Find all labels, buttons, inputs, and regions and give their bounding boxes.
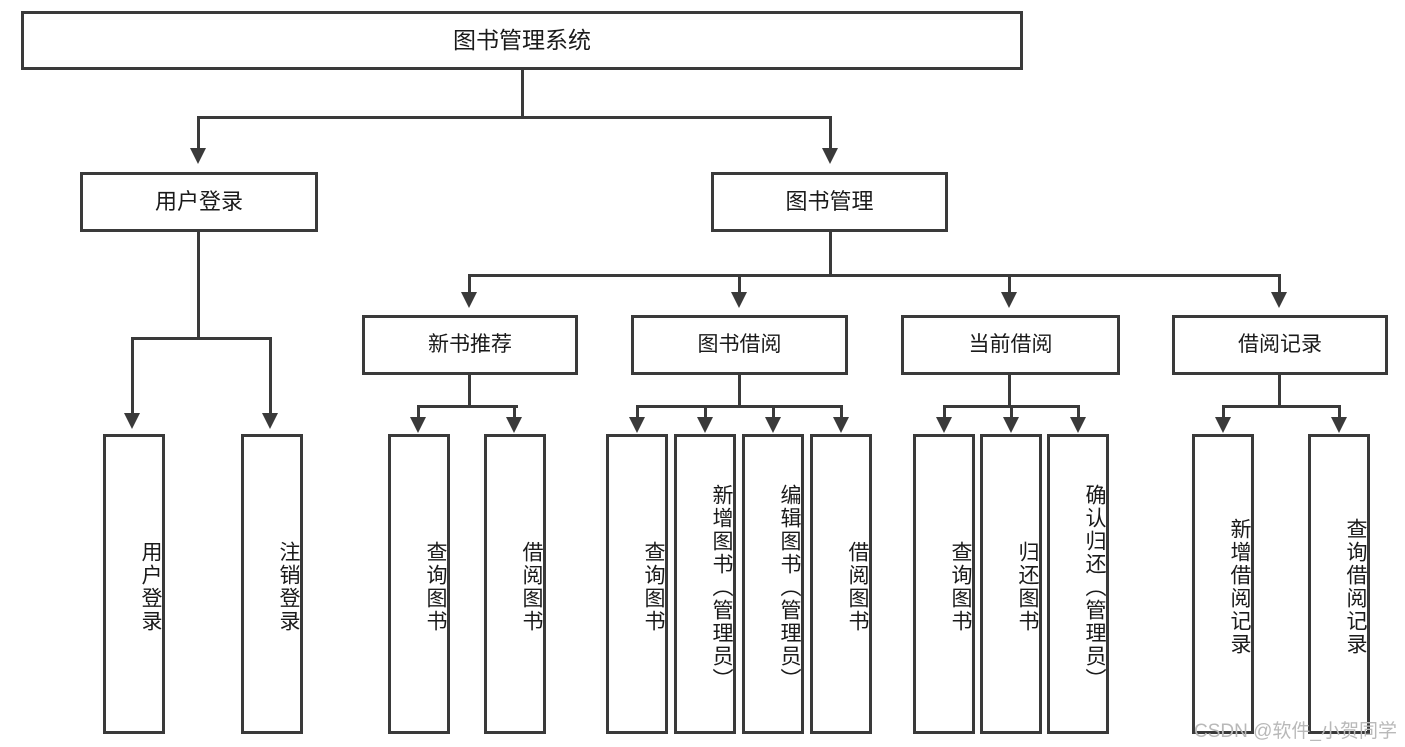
leaf-book-borrow-add-book-admin[interactable]: 新增图书（管理员） [674, 434, 736, 734]
node-label: 用户登录 [139, 541, 162, 633]
connector-book-borrow-to-leaf-1 [636, 405, 639, 419]
connector-root-to-book-mgmt [829, 116, 832, 150]
node-label: 用户登录 [154, 189, 243, 215]
node-borrow-records[interactable]: 借阅记录 [1172, 315, 1388, 375]
connector-book-mgmt-to-borrow-records [1278, 274, 1281, 294]
connector-book-mgmt-bus [468, 274, 1281, 277]
node-label: 查询图书 [642, 541, 665, 633]
connector-book-mgmt-to-new-book [468, 274, 471, 294]
node-current-borrow[interactable]: 当前借阅 [901, 315, 1120, 375]
arrowhead-root-to-book-mgmt [822, 148, 838, 164]
connector-book-mgmt-to-current-borrow [1008, 274, 1011, 294]
node-label: 确认归还（管理员） [1083, 483, 1106, 691]
connector-book-borrow-to-leaf-2 [704, 405, 707, 419]
connector-borrow-records-bus [1222, 405, 1341, 408]
leaf-book-borrow-query-book[interactable]: 查询图书 [606, 434, 668, 734]
node-label: 编辑图书（管理员） [778, 483, 801, 691]
watermark-text: CSDN @软件_小贺同学 [1194, 721, 1397, 742]
node-label: 图书管理系统 [453, 26, 591, 53]
node-label: 图书管理 [785, 189, 874, 215]
node-label: 查询借阅记录 [1344, 518, 1367, 656]
node-label: 查询图书 [949, 541, 972, 633]
connector-book-borrow-to-leaf-4 [840, 405, 843, 419]
connector-root-stem [521, 70, 524, 118]
connector-new-book-bus [417, 405, 518, 408]
node-root-system[interactable]: 图书管理系统 [21, 11, 1023, 70]
connector-book-mgmt-to-book-borrow [738, 274, 741, 294]
arrowhead-user-login-to-leaf-1 [124, 413, 140, 429]
arrowhead-current-borrow-to-leaf-3 [1070, 417, 1086, 433]
connector-borrow-records-to-leaf-2 [1338, 405, 1341, 419]
arrowhead-new-book-to-leaf-2 [506, 417, 522, 433]
leaf-book-borrow-edit-book-admin[interactable]: 编辑图书（管理员） [742, 434, 804, 734]
leaf-current-borrow-query-book[interactable]: 查询图书 [913, 434, 975, 734]
arrowhead-book-borrow-to-leaf-3 [765, 417, 781, 433]
arrowhead-book-borrow-to-leaf-1 [629, 417, 645, 433]
leaf-user-login-logout[interactable]: 注销登录 [241, 434, 303, 734]
connector-book-borrow-stem [738, 375, 741, 408]
leaf-current-borrow-return-book[interactable]: 归还图书 [980, 434, 1042, 734]
arrowhead-root-to-user-login [190, 148, 206, 164]
node-label: 图书借阅 [697, 332, 782, 356]
connector-current-borrow-to-leaf-3 [1077, 405, 1080, 419]
leaf-new-book-borrow-book[interactable]: 借阅图书 [484, 434, 546, 734]
leaf-new-book-query-book[interactable]: 查询图书 [388, 434, 450, 734]
node-book-borrow[interactable]: 图书借阅 [631, 315, 848, 375]
leaf-user-login-login[interactable]: 用户登录 [103, 434, 165, 734]
leaf-borrow-records-query-record[interactable]: 查询借阅记录 [1308, 434, 1370, 734]
arrowhead-book-borrow-to-leaf-4 [833, 417, 849, 433]
arrowhead-current-borrow-to-leaf-1 [936, 417, 952, 433]
arrowhead-current-borrow-to-leaf-2 [1003, 417, 1019, 433]
node-label: 当前借阅 [968, 332, 1053, 356]
arrowhead-book-mgmt-to-current-borrow [1001, 292, 1017, 308]
connector-current-borrow-to-leaf-1 [943, 405, 946, 419]
node-label: 注销登录 [277, 541, 300, 633]
connector-user-login-to-leaf-2 [269, 337, 272, 415]
connector-new-book-to-leaf-1 [417, 405, 420, 419]
connector-user-login-bus [131, 337, 270, 340]
node-label: 借阅图书 [846, 541, 869, 633]
connector-current-borrow-to-leaf-2 [1010, 405, 1013, 419]
node-label: 新增借阅记录 [1228, 518, 1251, 656]
connector-new-book-to-leaf-2 [513, 405, 516, 419]
connector-borrow-records-stem [1278, 375, 1281, 408]
node-label: 新书推荐 [428, 332, 512, 356]
node-label: 查询图书 [424, 541, 447, 633]
connector-root-to-user-login [197, 116, 200, 150]
connector-borrow-records-to-leaf-1 [1222, 405, 1225, 419]
node-new-book-recommend[interactable]: 新书推荐 [362, 315, 578, 375]
leaf-current-borrow-confirm-return-admin[interactable]: 确认归还（管理员） [1047, 434, 1109, 734]
arrowhead-borrow-records-to-leaf-1 [1215, 417, 1231, 433]
arrowhead-book-mgmt-to-borrow-records [1271, 292, 1287, 308]
connector-book-borrow-bus [636, 405, 843, 408]
arrowhead-user-login-to-leaf-2 [262, 413, 278, 429]
arrowhead-book-mgmt-to-book-borrow [731, 292, 747, 308]
arrowhead-book-mgmt-to-new-book [461, 292, 477, 308]
arrowhead-borrow-records-to-leaf-2 [1331, 417, 1347, 433]
connector-user-login-stem [197, 232, 200, 339]
connector-current-borrow-stem [1008, 375, 1011, 408]
leaf-book-borrow-borrow-book[interactable]: 借阅图书 [810, 434, 872, 734]
arrowhead-book-borrow-to-leaf-2 [697, 417, 713, 433]
connector-book-mgmt-stem [829, 232, 832, 276]
connector-new-book-stem [468, 375, 471, 408]
node-label: 归还图书 [1016, 541, 1039, 633]
node-user-login[interactable]: 用户登录 [80, 172, 318, 232]
connector-book-borrow-to-leaf-3 [772, 405, 775, 419]
connector-user-login-to-leaf-1 [131, 337, 134, 415]
node-label: 新增图书（管理员） [710, 483, 733, 691]
node-book-management[interactable]: 图书管理 [711, 172, 948, 232]
node-label: 借阅图书 [520, 541, 543, 633]
arrowhead-new-book-to-leaf-1 [410, 417, 426, 433]
node-label: 借阅记录 [1238, 332, 1322, 356]
leaf-borrow-records-add-record[interactable]: 新增借阅记录 [1192, 434, 1254, 734]
connector-root-bus [197, 116, 832, 119]
